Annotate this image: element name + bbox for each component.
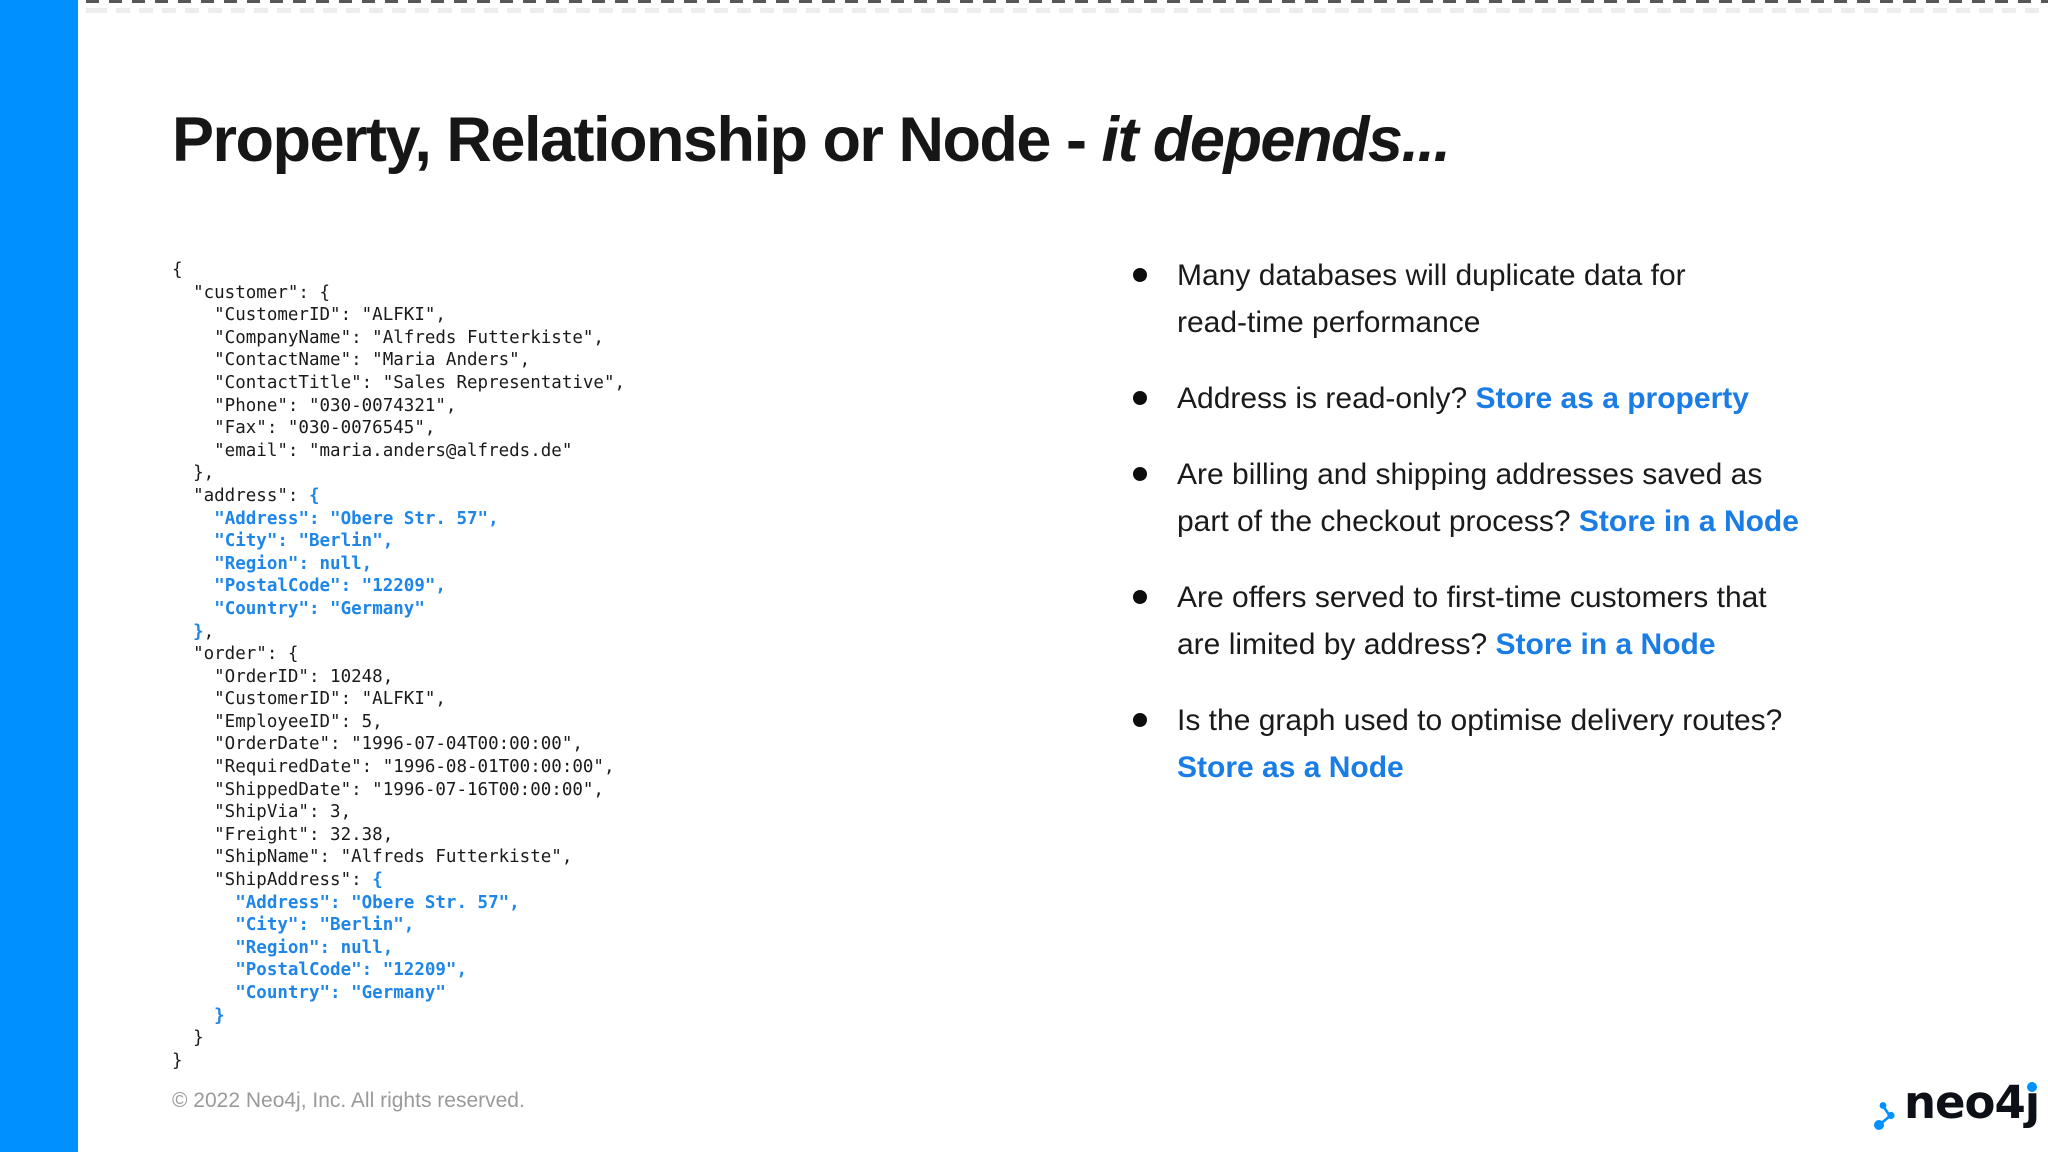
code-line: "CustomerID": "ALFKI", <box>172 689 446 710</box>
code-line: "Fax": "030-0076545", <box>172 418 436 439</box>
code-line: "ShipName": "Alfreds Futterkiste", <box>172 847 573 868</box>
code-line: "Address": "Obere Str. 57", <box>214 508 499 529</box>
code-line: "CompanyName": "Alfreds Futterkiste", <box>172 327 604 348</box>
code-line: "PostalCode": "12209", <box>214 576 446 597</box>
neo4j-graph-icon <box>1872 1101 1900 1138</box>
code-line: "CustomerID": "ALFKI", <box>172 305 446 326</box>
sidebar-accent-bar <box>0 0 78 1152</box>
code-line: "Region": null, <box>214 553 373 574</box>
bullet-item: Are billing and shipping addresses saved… <box>1133 451 2013 545</box>
copyright-text: © 2022 Neo4j, Inc. All rights reserved. <box>172 1089 525 1112</box>
code-line: "email": "maria.anders@alfreds.de" <box>172 440 573 461</box>
store-recommendation: Store in a Node <box>1495 628 1716 661</box>
code-line: "address": { <box>172 485 320 506</box>
code-line: "Address": "Obere Str. 57", <box>235 892 520 913</box>
neo4j-wordmark-text: neo4ȷ <box>1904 1076 2040 1129</box>
code-line: } <box>172 1028 204 1049</box>
code-line: "EmployeeID": 5, <box>172 711 383 732</box>
code-line: "customer": { <box>172 282 331 303</box>
code-line: "order": { <box>172 644 299 665</box>
code-line: "OrderDate": "1996-07-04T00:00:00", <box>172 734 583 755</box>
code-line: "Country": "Germany" <box>214 598 425 619</box>
code-line: } <box>214 1005 225 1026</box>
code-line: "Phone": "030-0074321", <box>172 395 457 416</box>
neo4j-wordmark: neo4ȷ <box>1904 1080 2040 1126</box>
bullet-item: Address is read-only? Store as a propert… <box>1133 375 2013 422</box>
top-edge-artifact <box>86 0 2048 14</box>
json-code-block: { "customer": { "CustomerID": "ALFKI", "… <box>172 259 625 1072</box>
store-recommendation: Store as a property <box>1475 382 1749 415</box>
code-line: "Country": "Germany" <box>235 983 446 1003</box>
store-recommendation: Store in a Node <box>1578 505 1799 538</box>
code-line: "Region": null, <box>235 937 394 958</box>
bullet-item: Are offers served to first-time customer… <box>1133 574 2013 668</box>
title-italic: it depends... <box>1101 105 1451 175</box>
neo4j-j-dot <box>2027 1082 2038 1092</box>
code-line: "ShipVia": 3, <box>172 802 352 823</box>
code-line: "ShippedDate": "1996-07-16T00:00:00", <box>172 779 604 800</box>
neo4j-logo: neo4ȷ <box>1872 1080 2040 1138</box>
code-line: "City": "Berlin", <box>214 531 394 552</box>
code-line: "City": "Berlin", <box>235 915 415 936</box>
code-line: "OrderID": 10248, <box>172 666 394 687</box>
code-line: }, <box>193 621 215 642</box>
code-line: "PostalCode": "12209", <box>235 960 468 981</box>
code-line: } <box>172 1050 183 1071</box>
bullet-item: Is the graph used to optimise delivery r… <box>1133 697 2013 791</box>
title-regular: Property, Relationship or Node - <box>172 105 1102 175</box>
store-recommendation: Store as a Node <box>1177 751 1404 784</box>
code-line: "ContactTitle": "Sales Representative", <box>172 372 626 393</box>
page-title: Property, Relationship or Node - it depe… <box>172 104 1451 176</box>
code-line: "ContactName": "Maria Anders", <box>172 350 531 371</box>
code-line: "RequiredDate": "1996-08-01T00:00:00", <box>172 757 615 778</box>
code-line: { <box>172 260 183 280</box>
code-line: "Freight": 32.38, <box>172 824 394 845</box>
code-line: }, <box>172 463 215 484</box>
code-line: "ShipAddress": { <box>172 870 383 891</box>
